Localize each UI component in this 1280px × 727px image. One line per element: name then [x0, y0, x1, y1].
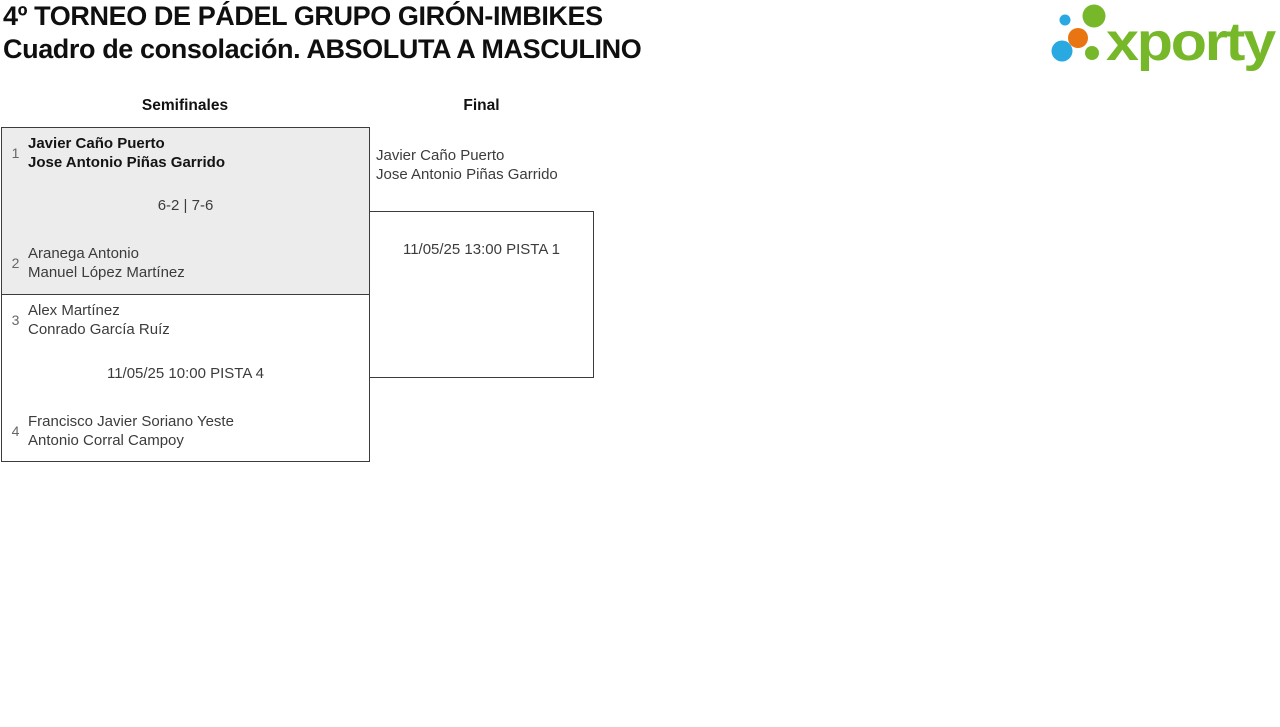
seed-number: 1 — [11, 145, 20, 161]
team-players: Javier Caño Puerto Jose Antonio Piñas Ga… — [28, 134, 225, 172]
team-slot: 2 Aranega Antonio Manuel López Martínez — [9, 244, 185, 282]
match-semifinal-1: 1 Javier Caño Puerto Jose Antonio Piñas … — [1, 127, 370, 295]
player-name: Aranega Antonio — [28, 245, 139, 262]
player-name: Alex Martínez — [28, 302, 120, 319]
logo-dot-blue-large — [1051, 40, 1073, 62]
logo-dot-green-small — [1085, 46, 1099, 60]
player-name: Javier Caño Puerto — [28, 135, 165, 152]
match-semifinal-2: 3 Alex Martínez Conrado García Ruíz 11/0… — [1, 294, 370, 462]
logo-wordmark: xporty — [1106, 12, 1276, 72]
team-players: Francisco Javier Soriano Yeste Antonio C… — [28, 412, 234, 450]
logo-dot-blue-small — [1059, 14, 1071, 26]
logo-dot-orange — [1068, 28, 1088, 48]
match-final: 11/05/25 13:00 PISTA 1 — [369, 211, 594, 378]
logo-dot-green-large — [1082, 4, 1106, 28]
team-slot: 4 Francisco Javier Soriano Yeste Antonio… — [9, 412, 234, 450]
xporty-logo[interactable]: xporty — [1048, 0, 1278, 75]
seed-number: 4 — [11, 423, 20, 439]
team-players: Aranega Antonio Manuel López Martínez — [28, 244, 185, 282]
seed-number: 3 — [11, 312, 20, 328]
final-team-players: Javier Caño Puerto Jose Antonio Piñas Ga… — [376, 146, 558, 184]
team-slot: 1 Javier Caño Puerto Jose Antonio Piñas … — [9, 134, 225, 172]
match-result: 6-2 | 7-6 — [157, 197, 214, 214]
tournament-title: 4º TORNEO DE PÁDEL GRUPO GIRÓN-IMBIKES — [3, 1, 603, 31]
match-schedule: 11/05/25 10:00 PISTA 4 — [106, 365, 265, 382]
match-schedule: 11/05/25 13:00 PISTA 1 — [402, 241, 561, 258]
player-name: Javier Caño Puerto — [376, 147, 505, 164]
seed-number: 2 — [11, 255, 20, 271]
player-name: Jose Antonio Piñas Garrido — [28, 154, 225, 171]
player-name: Antonio Corral Campoy — [28, 432, 184, 449]
round-header-semifinales: Semifinales — [141, 97, 229, 114]
player-name: Jose Antonio Piñas Garrido — [376, 166, 558, 183]
team-players: Alex Martínez Conrado García Ruíz — [28, 301, 170, 339]
player-name: Francisco Javier Soriano Yeste — [28, 413, 234, 430]
player-name: Manuel López Martínez — [28, 264, 185, 281]
page-title: 4º TORNEO DE PÁDEL GRUPO GIRÓN-IMBIKES C… — [3, 0, 642, 66]
team-slot: 3 Alex Martínez Conrado García Ruíz — [9, 301, 170, 339]
bracket-subtitle: Cuadro de consolación. ABSOLUTA A MASCUL… — [3, 34, 642, 64]
round-header-final: Final — [463, 97, 500, 114]
player-name: Conrado García Ruíz — [28, 321, 170, 338]
